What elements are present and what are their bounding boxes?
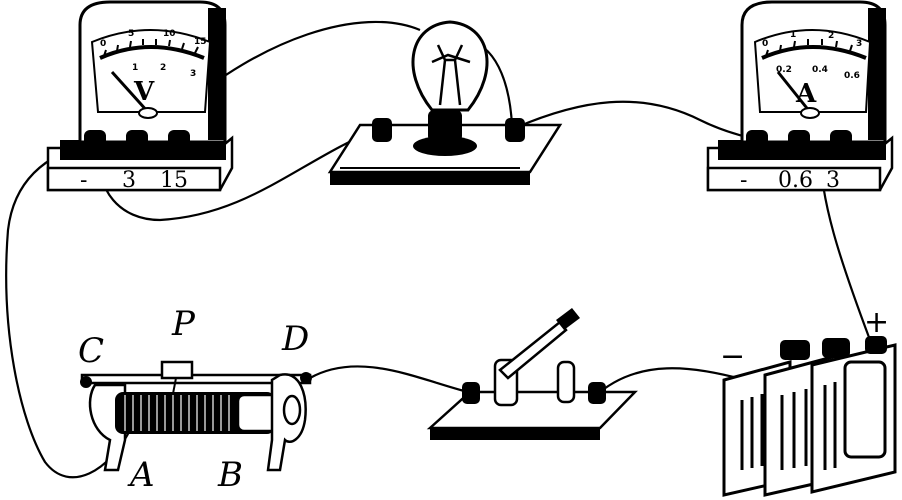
knife-switch bbox=[426, 308, 638, 440]
ammeter-needle bbox=[776, 71, 812, 113]
voltmeter-scale-top-3: 15 bbox=[194, 37, 207, 47]
battery-minus-label: − bbox=[720, 339, 745, 374]
voltmeter-terminal-15: 15 bbox=[160, 168, 188, 193]
voltmeter-symbol: V bbox=[133, 77, 155, 107]
ammeter-terminals bbox=[746, 130, 852, 152]
rheostat-coil bbox=[115, 392, 275, 434]
rheostat-slider bbox=[160, 360, 194, 380]
voltmeter-scale-bottom-2: 3 bbox=[190, 69, 196, 79]
wire-voltmeter-neg-to-rheostat-a bbox=[5, 140, 131, 479]
voltmeter-needle bbox=[110, 70, 150, 114]
light-bulb bbox=[327, 20, 563, 185]
ammeter-terminal-3: 3 bbox=[826, 168, 840, 193]
voltmeter-scale-top-1: 5 bbox=[128, 29, 134, 39]
voltmeter-terminals bbox=[84, 130, 190, 152]
battery bbox=[722, 336, 897, 497]
ammeter-symbol: A bbox=[795, 79, 817, 109]
ammeter-scale-top-1: 1 bbox=[790, 30, 796, 40]
voltmeter-scale-top-0: 0 bbox=[100, 39, 106, 49]
rheostat-label-c: C bbox=[78, 331, 104, 371]
voltmeter-terminal-neg: - bbox=[80, 168, 87, 193]
ammeter: 0 1 2 3 0.2 0.4 0.6 A - 0.6 3 bbox=[706, 0, 894, 193]
voltmeter-scale-bottom-1: 2 bbox=[160, 63, 166, 73]
rheostat-label-b: B bbox=[217, 455, 243, 495]
ammeter-scale-top-0: 0 bbox=[762, 39, 768, 49]
battery-cell-3 bbox=[810, 343, 897, 494]
switch-handle bbox=[556, 308, 580, 330]
voltmeter: 0 5 10 15 1 2 3 V - 3 15 bbox=[46, 0, 234, 193]
ammeter-scale-top-3: 3 bbox=[856, 39, 862, 49]
wire-rheostat-d-to-switch bbox=[309, 365, 469, 394]
rheostat-label-a: A bbox=[127, 455, 155, 495]
rheostat-label-p: P bbox=[171, 304, 196, 344]
bulb-glass bbox=[411, 20, 489, 112]
ammeter-terminal-0.6: 0.6 bbox=[778, 168, 813, 193]
battery-plus-label: + bbox=[864, 305, 889, 340]
ammeter-scale-bottom-1: 0.4 bbox=[812, 65, 828, 75]
rheostat-label-d: D bbox=[281, 319, 309, 359]
voltmeter-scale-bottom-0: 1 bbox=[132, 63, 138, 73]
voltmeter-terminal-3: 3 bbox=[122, 168, 136, 193]
voltmeter-scale-top-2: 10 bbox=[163, 29, 176, 39]
ammeter-scale-bottom-2: 0.6 bbox=[844, 71, 860, 81]
switch-blade bbox=[498, 320, 568, 380]
rheostat bbox=[80, 360, 312, 472]
ammeter-scale-top-2: 2 bbox=[828, 31, 834, 41]
ammeter-terminal-neg: - bbox=[740, 168, 747, 193]
ammeter-scale-bottom-0: 0.2 bbox=[776, 65, 792, 75]
wire-switch-to-battery bbox=[599, 367, 746, 393]
